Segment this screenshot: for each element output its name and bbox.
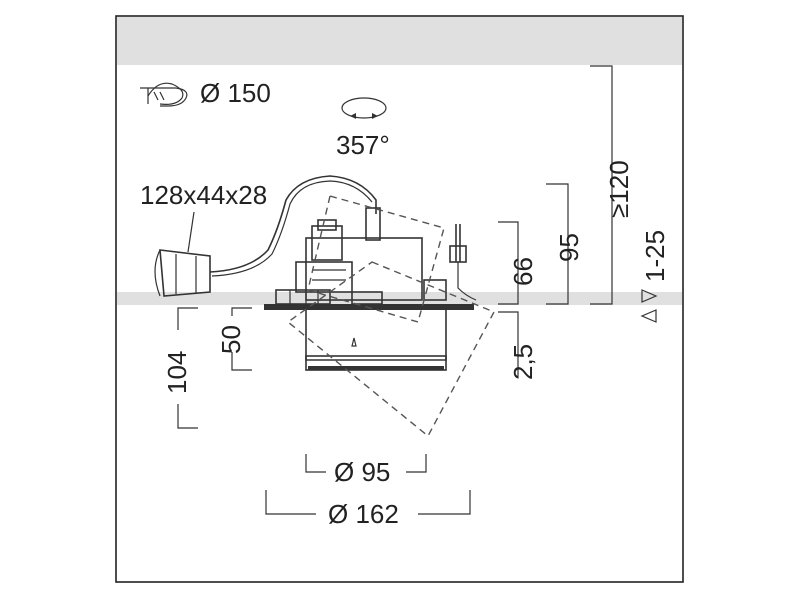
rotation-icon <box>341 97 387 119</box>
dim-outer-bracket <box>265 490 471 515</box>
driver-box <box>154 249 211 297</box>
ceiling-slab-top <box>117 17 682 65</box>
dim-95-bracket <box>546 183 569 305</box>
dim-2-5-label: 2,5 <box>508 344 538 380</box>
ceiling-board <box>117 292 682 305</box>
tilted-outline-upper <box>307 195 445 323</box>
dim-50-label: 50 <box>216 325 246 354</box>
dim-50-bracket <box>231 307 252 371</box>
ceiling-thickness-label: 1-25 <box>640 230 670 282</box>
rotation-label: 357° <box>336 130 390 160</box>
driver-size-label: 128x44x28 <box>140 180 267 210</box>
dim-104-label: 104 <box>162 351 192 394</box>
dim-aperture-bracket <box>305 454 427 473</box>
dim-2-5-bracket <box>498 311 519 376</box>
cutout-diameter-label: Ø 150 <box>200 78 271 108</box>
driver-cable <box>209 175 377 273</box>
driver-leader-line <box>187 211 195 253</box>
depth-66-label: 66 <box>508 257 538 286</box>
dim-104-bracket <box>177 307 198 429</box>
cutout-icon <box>140 82 188 107</box>
ceiling-thickness-arrow-icon <box>640 289 658 323</box>
aperture-diameter-label: Ø 95 <box>334 457 390 487</box>
height-above-label: ≥120 <box>604 160 634 218</box>
recess-depth-label: 95 <box>554 233 584 262</box>
outer-diameter-label: Ø 162 <box>328 499 399 529</box>
tilted-outline-lower <box>286 261 495 438</box>
dim-height-above-bracket <box>590 65 613 305</box>
dim-66-bracket <box>498 221 519 305</box>
